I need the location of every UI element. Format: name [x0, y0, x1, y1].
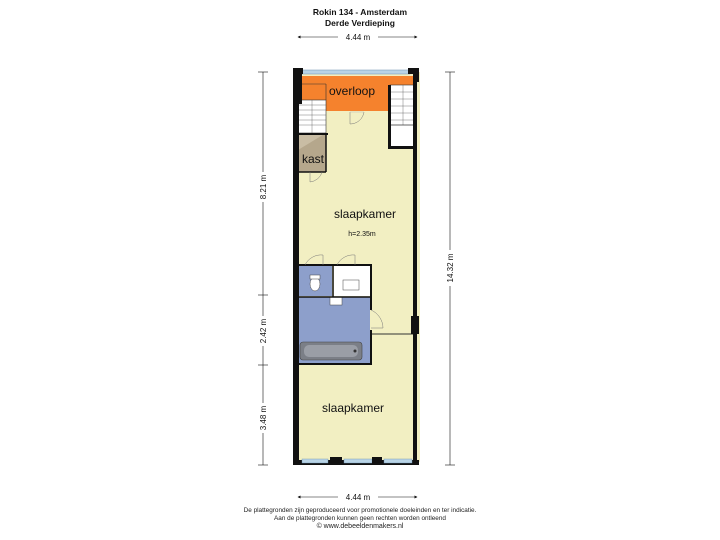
closet-area — [298, 133, 327, 173]
window-top — [301, 69, 411, 75]
disclaimer-line-1: De plattegronden zijn geproduceerd voor … — [243, 507, 477, 514]
dimension-left: 8.21 m 2.42 m 3.48 m — [257, 71, 269, 466]
disclaimer-line-2: Aan de plattegronden kunnen geen rechten… — [274, 515, 446, 522]
door-swings — [304, 111, 384, 329]
room-label-slaapkamer-upper: slaapkamer — [334, 207, 396, 221]
dimension-width-top: 4.44 m — [346, 33, 371, 42]
outer-walls — [293, 68, 419, 465]
dimension-top: 4.44 m — [297, 33, 418, 42]
room-label-kast: kast — [302, 152, 325, 166]
floor-title: Derde Verdieping — [325, 18, 395, 28]
sink-icon — [342, 279, 360, 291]
dimension-left-middle: 2.42 m — [259, 318, 268, 343]
dimension-right: 14.32 m — [444, 71, 456, 466]
room-label-slaapkamer-lower: slaapkamer — [322, 401, 384, 415]
dimension-left-lower: 3.48 m — [259, 405, 268, 430]
dimension-right-total: 14.32 m — [446, 253, 455, 282]
bathroom-area — [296, 264, 372, 365]
vanity-icon — [329, 296, 343, 306]
stairs-right — [389, 84, 417, 148]
stairs-left — [297, 83, 327, 134]
ceiling-height-label: h=2.35m — [348, 231, 376, 238]
dimension-left-upper: 8.21 m — [259, 174, 268, 199]
landing-extension — [388, 76, 415, 85]
dimension-width-bottom: 4.44 m — [346, 493, 371, 502]
copyright-link[interactable]: © www.debeeldenmakers.nl — [316, 523, 404, 530]
dimension-bottom: 4.44 m — [297, 493, 418, 502]
address-title: Rokin 134 - Amsterdam — [312, 7, 408, 17]
room-label-overloop: overloop — [329, 84, 375, 98]
